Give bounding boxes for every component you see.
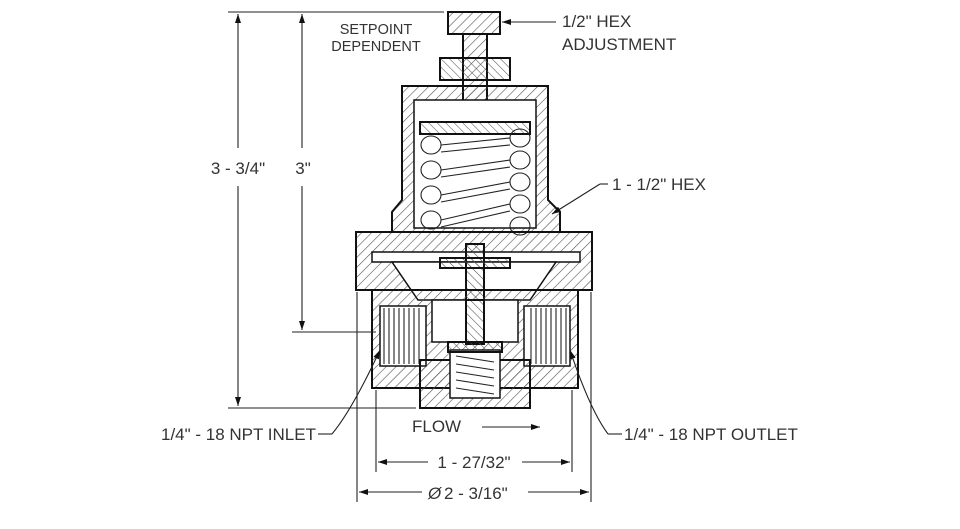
outlet-leader: [569, 349, 622, 435]
inlet-port-threads: [379, 305, 427, 367]
lock-nut: [439, 57, 511, 81]
body-hex-leader: [551, 183, 608, 215]
diameter-label: 2 - 3/16": [444, 484, 508, 503]
height-to-ports-dimension: [292, 14, 376, 333]
height-to-ports-label: 3": [295, 159, 311, 178]
outlet-label: 1/4" - 18 NPT OUTLET: [624, 425, 798, 444]
body-hex-label: 1 - 1/2" HEX: [612, 175, 706, 194]
bottom-plug-bore: [449, 349, 501, 399]
flow-label: FLOW: [412, 417, 461, 436]
valve-seat: [447, 341, 503, 353]
port-span-dimension: [375, 390, 573, 472]
setpoint-label-line2: DEPENDENT: [331, 39, 421, 55]
setpoint-label-line1: SETPOINT: [340, 22, 413, 38]
hex-adjustment-label-line1: 1/2" HEX: [562, 12, 631, 31]
hex-adjustment-label-line2: ADJUSTMENT: [562, 35, 676, 54]
bottom-spring: [455, 355, 495, 395]
port-span-label: 1 - 27/32": [437, 453, 510, 472]
inlet-label: 1/4" - 18 NPT INLET: [161, 425, 316, 444]
piston-stem-lower: [465, 299, 485, 345]
diameter-dimension: [356, 292, 592, 502]
regulator-body: [355, 11, 593, 409]
bonnet-cavity: [413, 99, 537, 229]
spring-button: [419, 121, 531, 135]
diameter-symbol: Ø: [427, 484, 443, 503]
outlet-port-threads: [523, 305, 571, 367]
adjustment-screw-head: [447, 11, 501, 35]
inlet-leader: [318, 349, 381, 435]
overall-height-dimension: [228, 11, 444, 409]
overall-height-label: 3 - 3/4": [211, 159, 265, 178]
spring: [420, 128, 531, 236]
piston-top: [439, 257, 511, 269]
